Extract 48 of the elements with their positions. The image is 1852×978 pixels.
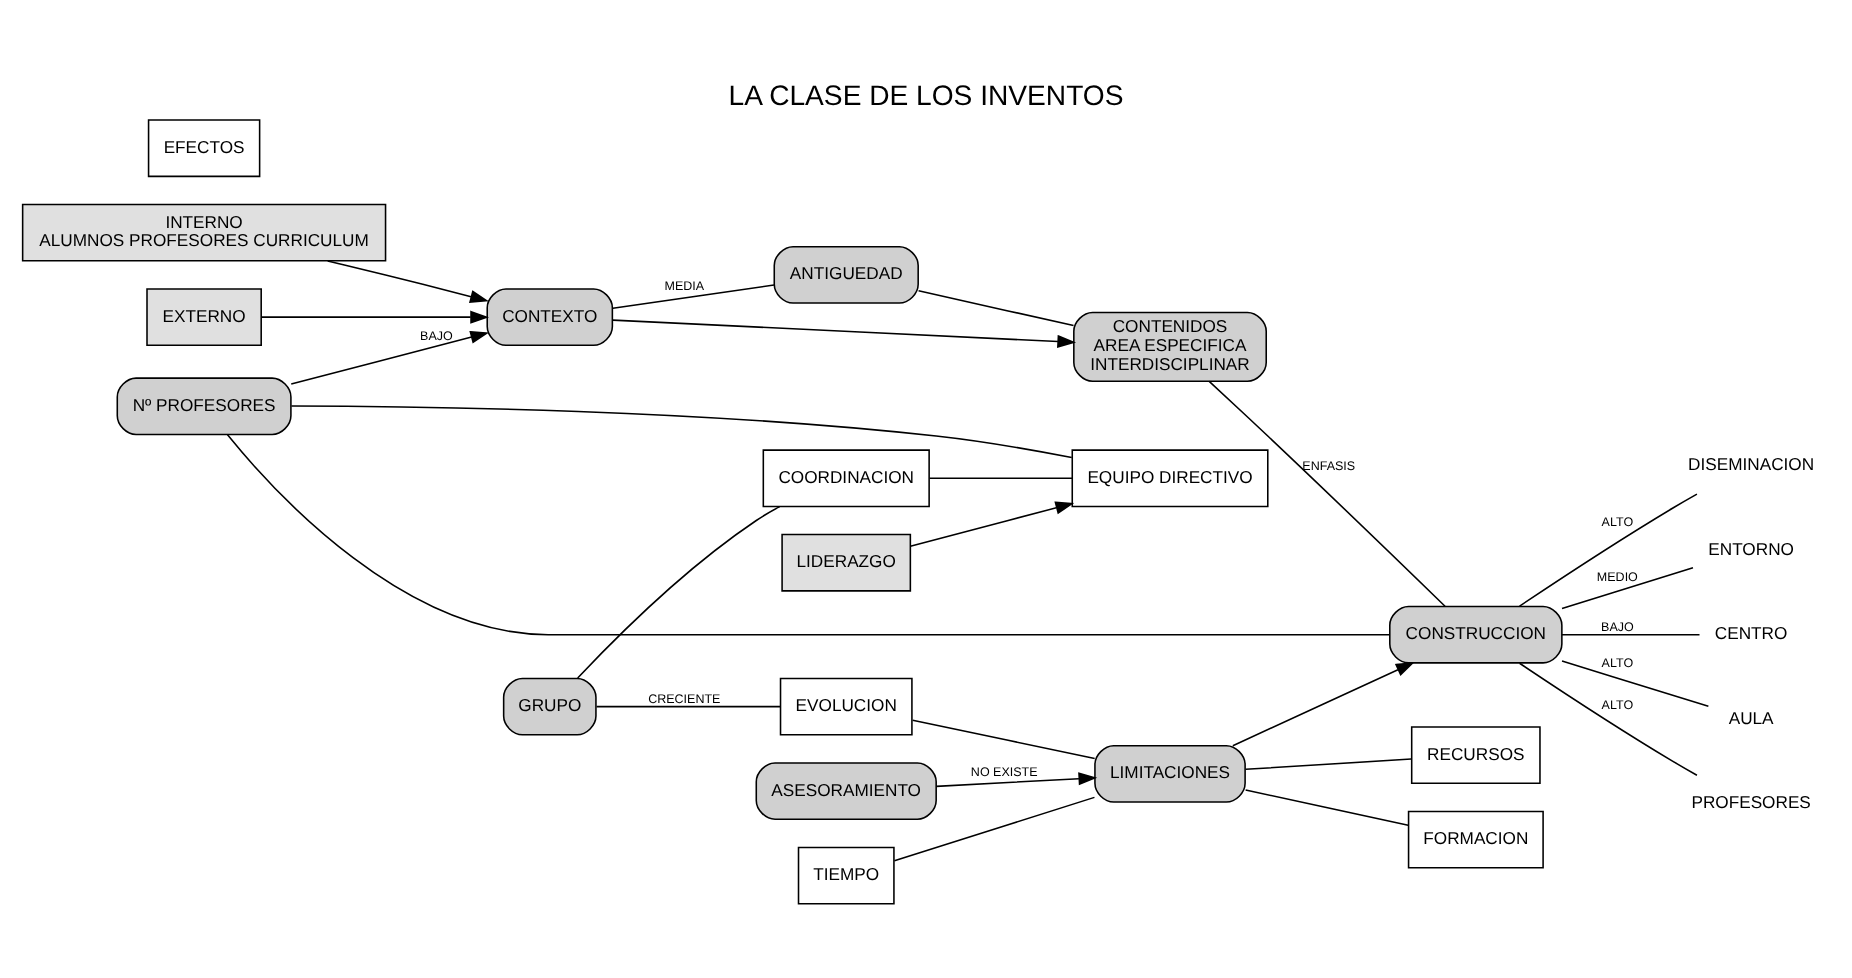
connector — [1518, 661, 1698, 776]
node-box: INTERNO ALUMNOS PROFESORES CURRICULUM — [21, 202, 387, 261]
connector — [290, 404, 1073, 458]
arrow — [909, 500, 1075, 547]
connector — [1518, 492, 1698, 606]
connector — [1561, 566, 1694, 609]
connector — [1561, 632, 1701, 635]
node-box: CONTENIDOS AREA ESPECIFICA INTERDISCIPLINAR — [1073, 310, 1267, 382]
node-box: ASESORAMIENTO — [755, 761, 937, 820]
node-text: ENTORNO — [1708, 537, 1794, 558]
node-box: LIDERAZGO — [781, 532, 912, 591]
node-box: ANTIGUEDAD — [773, 245, 919, 303]
arrow — [326, 259, 489, 302]
node-box: RECURSOS — [1410, 725, 1541, 784]
node-text: PROFESORES — [1691, 791, 1811, 812]
node-box: GRUPO — [502, 676, 597, 735]
node-box: EQUIPO DIRECTIVO — [1071, 448, 1269, 507]
arrow — [935, 771, 1098, 787]
node-box: EVOLUCION — [779, 676, 913, 735]
node-box: CONSTRUCCION — [1389, 604, 1563, 663]
node-box: COORDINACION — [762, 448, 930, 507]
connector — [576, 504, 781, 678]
connector — [1244, 757, 1412, 770]
node-box: LIMITACIONES — [1094, 743, 1246, 802]
node-text: AULA — [1728, 706, 1774, 727]
connector — [893, 795, 1096, 861]
connector — [1208, 379, 1446, 606]
node-box: EFECTOS — [147, 118, 261, 177]
connector — [1561, 659, 1710, 707]
connector — [911, 718, 1096, 759]
diagram-title: LA CLASE DE LOS INVENTOS — [728, 78, 1124, 111]
node-box: FORMACION — [1407, 809, 1544, 868]
connector — [928, 476, 1073, 479]
arrow — [1232, 661, 1415, 746]
arrow — [290, 329, 490, 384]
arrow — [260, 309, 490, 323]
connector — [226, 433, 1391, 635]
connector — [1244, 788, 1409, 826]
connector — [917, 289, 1075, 326]
node-text: DISEMINACION — [1688, 453, 1815, 474]
connector — [612, 283, 775, 309]
node-box: CONTEXTO — [486, 287, 614, 346]
node-text: CENTRO — [1714, 622, 1788, 643]
arrow — [612, 318, 1077, 348]
node-box: EXTERNO — [146, 287, 262, 346]
connector — [595, 704, 782, 707]
node-box: TIEMPO — [797, 845, 895, 904]
node-box: Nº PROFESORES — [116, 376, 292, 435]
